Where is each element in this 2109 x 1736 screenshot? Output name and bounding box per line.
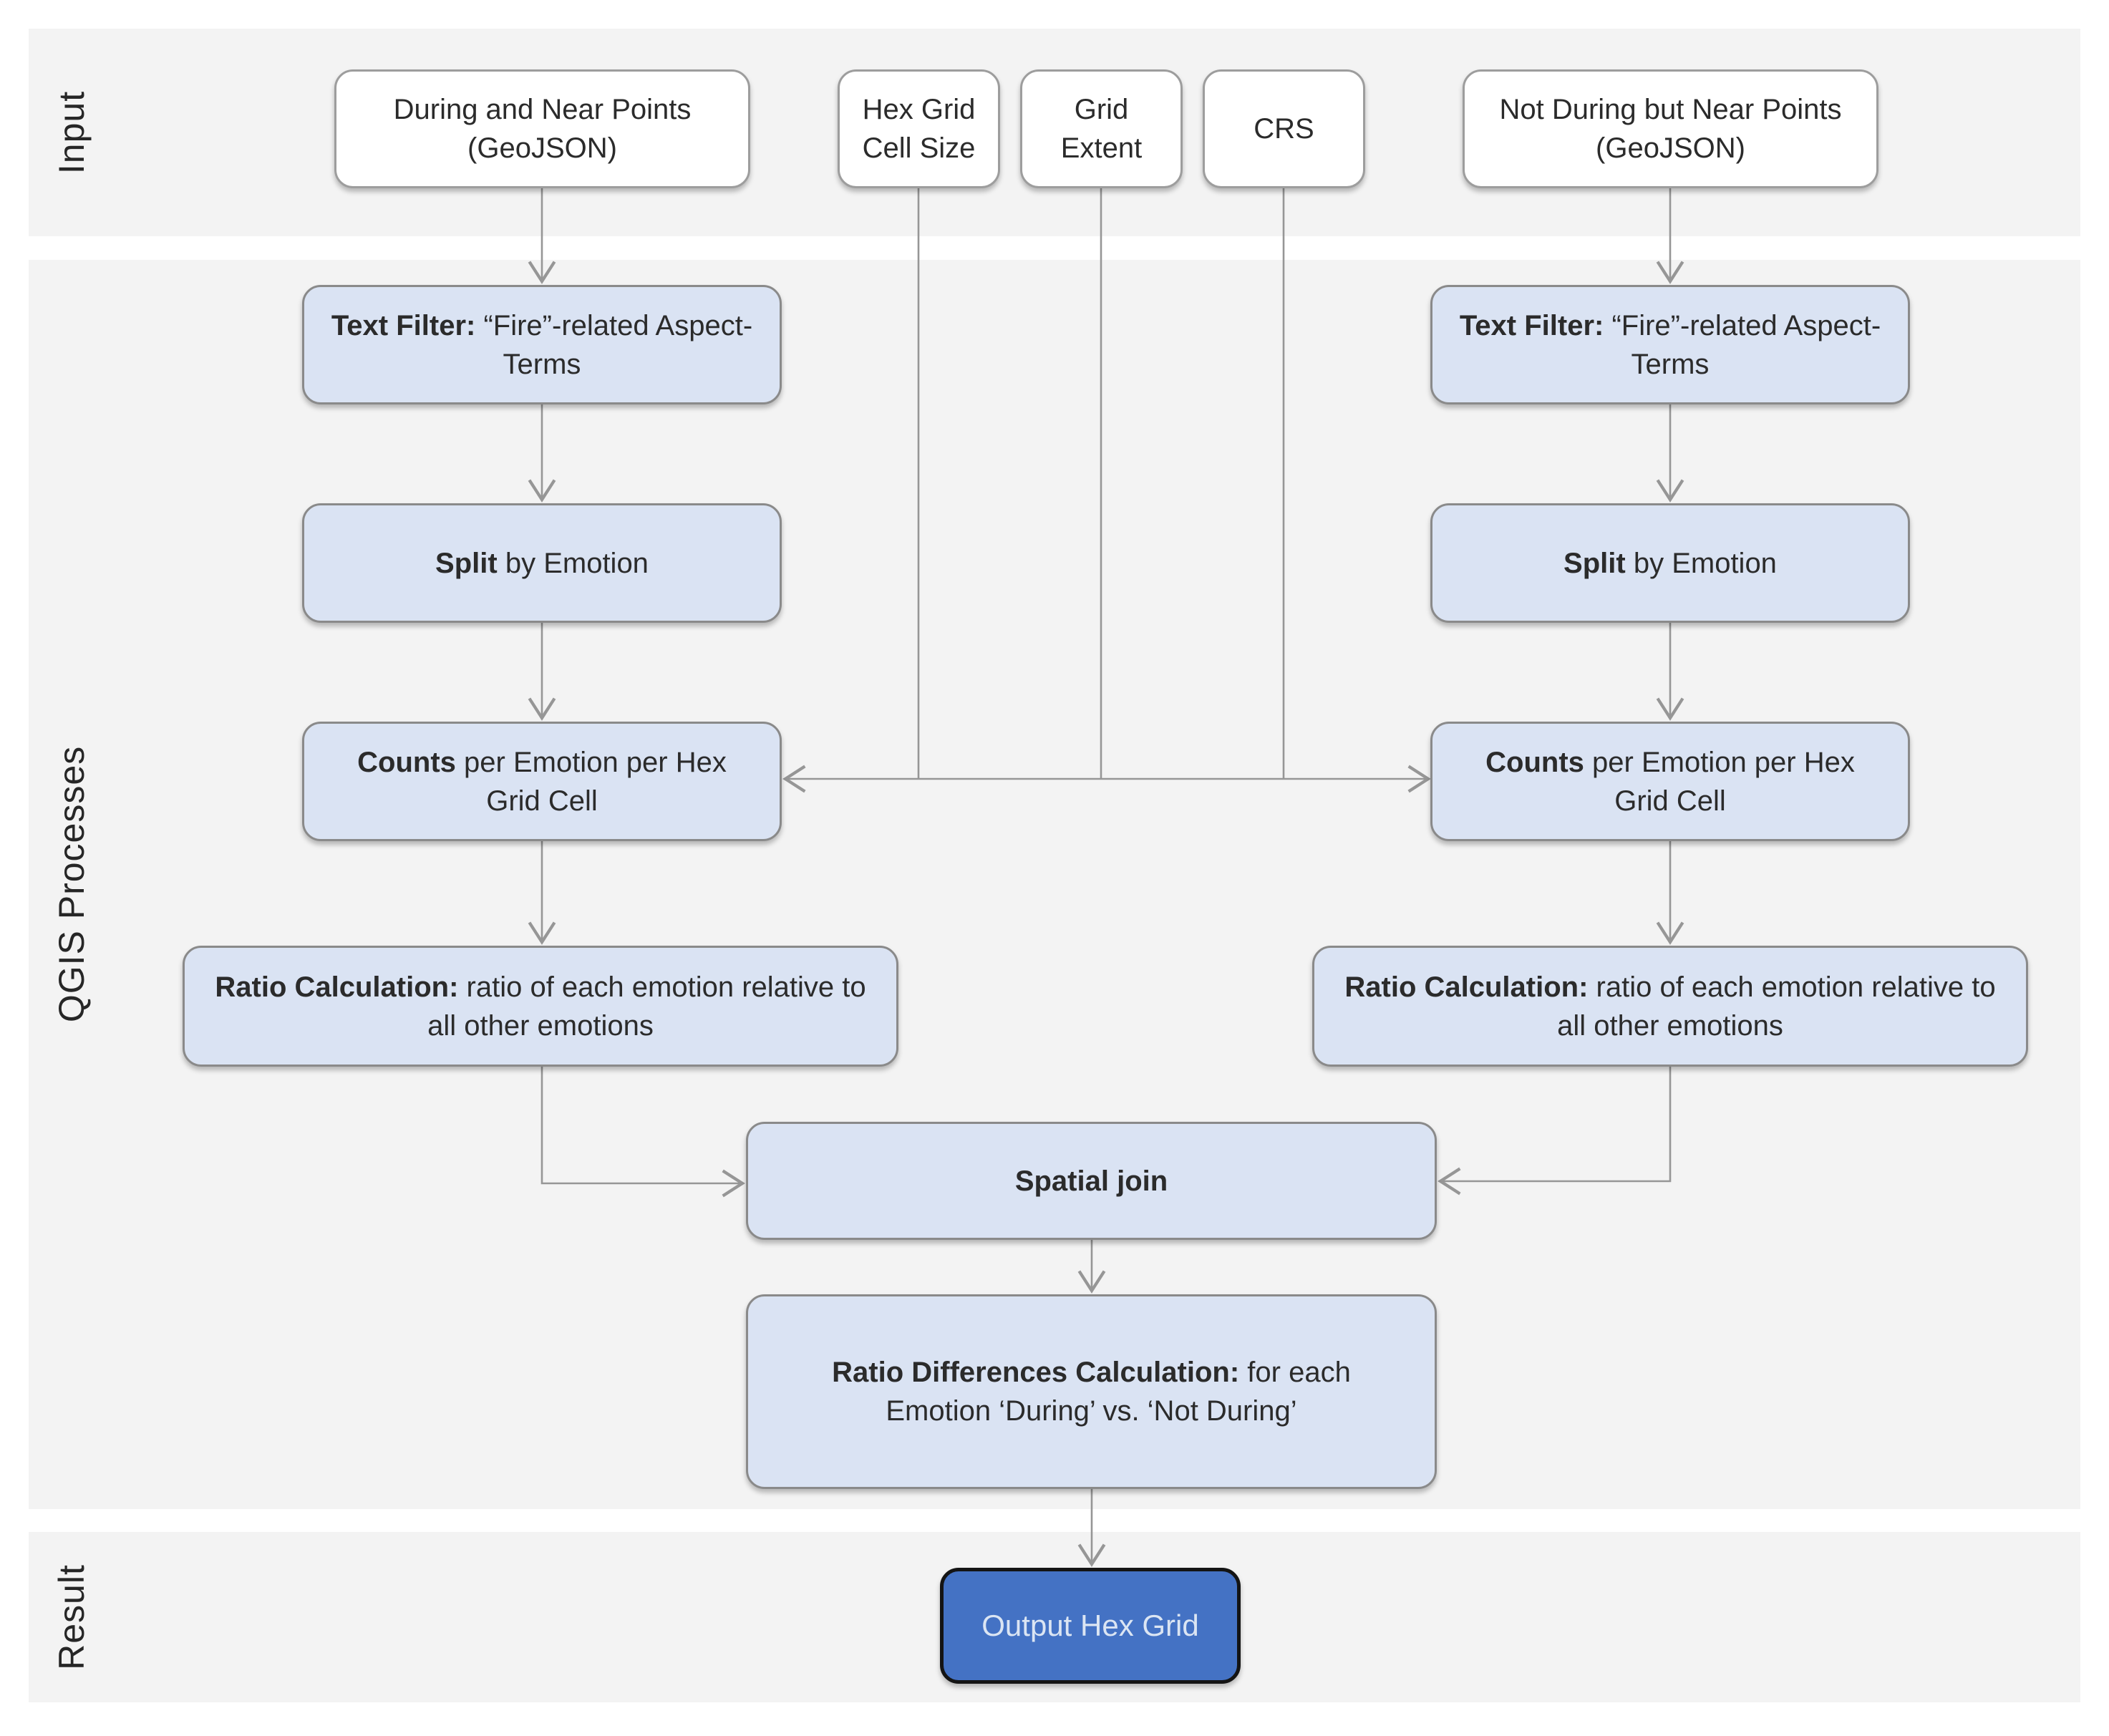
- text-filter-label-left: Text Filter: “Fire”-related Aspect-Terms: [331, 309, 753, 380]
- result-band-label: Result: [52, 1564, 92, 1670]
- text-filter-box-left: Text Filter: “Fire”-related Aspect-Terms: [302, 285, 782, 404]
- counts-per-emotion-box-left: Counts per Emotion per Hex Grid Cell: [302, 722, 782, 841]
- input-grid-extent-label: Grid Extent: [1060, 94, 1143, 164]
- counts-per-emotion-box-right: Counts per Emotion per Hex Grid Cell: [1430, 722, 1910, 841]
- text-filter-label-right: Text Filter: “Fire”-related Aspect-Terms: [1459, 309, 1881, 380]
- input-not-during-points-box: Not During but Near Points (GeoJSON): [1463, 69, 1878, 188]
- ratio-calculation-label-right: Ratio Calculation: ratio of each emotion…: [1344, 971, 1996, 1042]
- split-by-emotion-label-left: Split by Emotion: [435, 547, 649, 579]
- ratio-calculation-label-left: Ratio Calculation: ratio of each emotion…: [215, 971, 866, 1042]
- ratio-differences-box: Ratio Differences Calculation: for each …: [746, 1294, 1437, 1489]
- output-hex-grid-label: Output Hex Grid: [981, 1608, 1199, 1642]
- output-hex-grid-box: Output Hex Grid: [940, 1568, 1241, 1684]
- input-band-label: Input: [52, 90, 92, 175]
- qgis-processes-band-label: QGIS Processes: [52, 745, 92, 1023]
- split-by-emotion-box-left: Split by Emotion: [302, 503, 782, 623]
- ratio-calculation-box-right: Ratio Calculation: ratio of each emotion…: [1312, 946, 2028, 1067]
- counts-per-emotion-label-left: Counts per Emotion per Hex Grid Cell: [357, 746, 727, 817]
- input-hex-grid-cell-size-label: Hex Grid Cell Size: [862, 94, 976, 164]
- split-by-emotion-box-right: Split by Emotion: [1430, 503, 1910, 623]
- text-filter-box-right: Text Filter: “Fire”-related Aspect-Terms: [1430, 285, 1910, 404]
- spatial-join-box: Spatial join: [746, 1122, 1437, 1240]
- input-not-during-points-label: Not During but Near Points (GeoJSON): [1499, 94, 1842, 164]
- input-during-near-points-label: During and Near Points (GeoJSON): [393, 94, 692, 164]
- input-hex-grid-cell-size-box: Hex Grid Cell Size: [838, 69, 1000, 188]
- counts-per-emotion-label-right: Counts per Emotion per Hex Grid Cell: [1485, 746, 1855, 817]
- split-by-emotion-label-right: Split by Emotion: [1563, 547, 1777, 579]
- ratio-calculation-box-left: Ratio Calculation: ratio of each emotion…: [183, 946, 898, 1067]
- input-during-near-points-box: During and Near Points (GeoJSON): [334, 69, 750, 188]
- input-crs-label: CRS: [1254, 113, 1314, 145]
- input-crs-box: CRS: [1203, 69, 1365, 188]
- spatial-join-label: Spatial join: [1014, 1165, 1168, 1197]
- ratio-differences-label: Ratio Differences Calculation: for each …: [832, 1357, 1351, 1427]
- input-grid-extent-box: Grid Extent: [1020, 69, 1183, 188]
